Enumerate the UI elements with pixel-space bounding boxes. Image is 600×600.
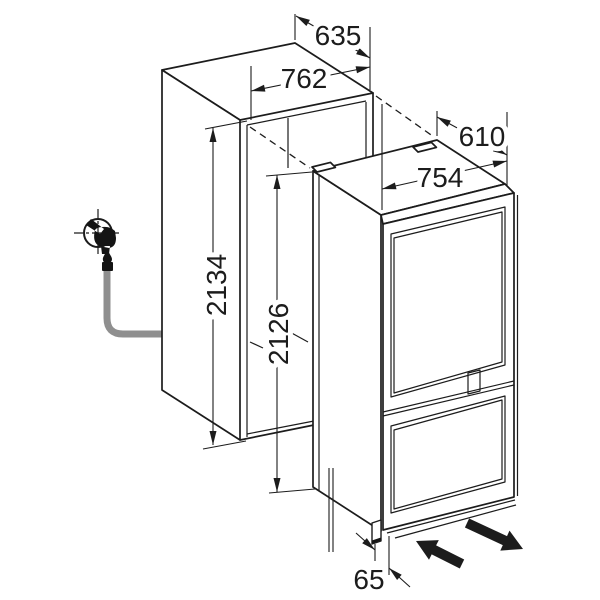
niche-width-label: 762: [281, 63, 328, 94]
dimension-line: [381, 160, 508, 190]
push-in-arrow-icon: [416, 540, 465, 569]
base-bottom-line: [394, 504, 517, 539]
niche-inner-ceiling-edge: [246, 100, 367, 126]
hinge-plate-top-left: [311, 161, 337, 173]
dimension-arrow: [209, 431, 217, 445]
handle-recess: [467, 369, 481, 395]
extension-lines: [381, 104, 508, 210]
appliance-height-label: 2126: [263, 303, 294, 365]
niche-depth-label: 635: [315, 20, 362, 51]
appliance-depth-label: 610: [459, 121, 506, 152]
slide-direction-arrows: [416, 518, 523, 569]
water-connection-group: [74, 209, 122, 271]
slide-projection-line-right: [375, 95, 435, 138]
dimension-arrow: [382, 182, 397, 190]
niche-interior-detail-line: [249, 341, 264, 349]
dimension-arrow: [273, 478, 281, 492]
niche-inner-floor-edge: [246, 420, 315, 435]
dimension-appliance-height: 2126: [258, 171, 316, 494]
projection-lines: [249, 95, 435, 169]
dimension-arrow: [296, 16, 310, 26]
extension-lines: [265, 171, 316, 494]
dimension-arrow: [356, 48, 370, 58]
dimension-arrow: [362, 538, 375, 550]
dimension-niche-width: 762: [250, 58, 371, 120]
niche-interior-detail-line: [287, 330, 309, 343]
appliance-door-face: [382, 192, 515, 531]
hose-connector: [102, 262, 113, 271]
dimension-plinth-recess: 65: [348, 532, 411, 600]
dimension-arrow: [209, 128, 217, 142]
upper-door-panel-outer: [390, 206, 506, 398]
water-hose-group: [103, 266, 165, 338]
extension-lines: [294, 14, 371, 90]
front-foot: [371, 519, 382, 545]
dimension-arrow: [251, 84, 266, 92]
door-split-line-upper: [382, 380, 515, 413]
dimension-arrow: [492, 160, 507, 168]
dimension-line: [250, 66, 371, 92]
dimension-appliance-width: 754: [381, 104, 508, 210]
dimension-arrow: [437, 117, 451, 127]
front-foot-base: [371, 537, 382, 544]
extension-lines: [202, 120, 248, 450]
appliance-outline: [311, 139, 519, 552]
dimension-arrow: [493, 145, 507, 155]
dimension-niche-depth: 635: [294, 14, 371, 90]
pull-out-arrow-icon: [464, 518, 523, 551]
dimensions: 635 762 2134 2126: [196, 14, 510, 600]
water-hose: [103, 266, 165, 338]
dimension-arrow: [273, 175, 281, 189]
freezer-door-panel-outer: [390, 395, 506, 514]
dimension-line: [295, 15, 371, 59]
door-split-line-lower: [382, 384, 515, 417]
upper-door-panel-inner: [393, 211, 503, 394]
dimension-appliance-depth: 610: [436, 111, 510, 157]
appliance-width-label: 754: [417, 162, 464, 193]
appliance-left-face: [312, 170, 382, 532]
slide-projection-line-left: [249, 126, 311, 169]
freezer-door-panel-inner: [393, 399, 503, 510]
plinth-recess-label: 65: [353, 564, 384, 595]
dimension-arrow: [389, 568, 402, 580]
water-drop-icon: [102, 250, 113, 264]
niche-height-label: 2134: [201, 254, 232, 316]
water-tap-icon: [86, 219, 116, 254]
dimension-niche-height: 2134: [196, 120, 248, 450]
hinge-plate-top-right: [412, 141, 438, 153]
plinth-edge-line: [386, 499, 516, 534]
dimension-arrow: [355, 66, 370, 74]
base-reference-lines: [328, 468, 334, 552]
